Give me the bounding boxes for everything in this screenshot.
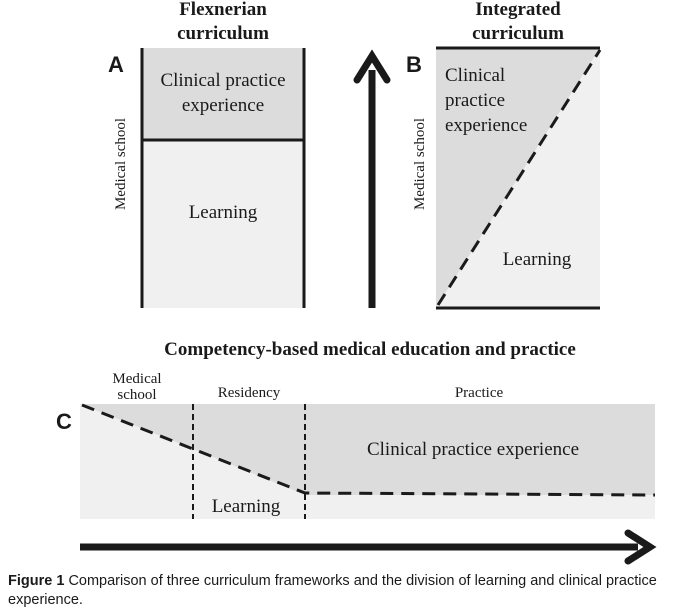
panel-c-letter: C [56, 409, 72, 434]
panel-b-title-line2: curriculum [472, 23, 564, 44]
panel-a-learning-region [142, 140, 304, 308]
panel-b-clinical-label-line1: Clinical [445, 65, 505, 86]
vertical-arrow-head [353, 49, 391, 84]
panel-a-learning-label: Learning [189, 202, 258, 223]
panel-c-learning-region [80, 404, 655, 519]
panel-a-letter: A [108, 52, 124, 77]
panel-b-side-label: Medical school [412, 118, 428, 210]
panel-b-learning-label: Learning [503, 249, 572, 270]
horizontal-arrow [80, 529, 657, 565]
stage-label-residency: Residency [218, 385, 281, 401]
panel-b-letter: B [406, 52, 422, 77]
panel-c-clinical-label: Clinical practice experience [367, 439, 579, 460]
caption-text: Comparison of three curriculum framework… [8, 573, 657, 608]
panel-b-diagonal-divider [436, 49, 602, 306]
curriculum-diagram: Flexnerian curriculum A Medical school C… [56, 0, 657, 565]
panel-b-clinical-label-line2: practice [445, 90, 505, 111]
panel-a-title-line1: Flexnerian [179, 0, 267, 20]
panel-b-clinical-label-line3: experience [445, 115, 527, 136]
stage-label-medical-school-line1: Medical [112, 371, 161, 387]
stage-label-medical-school-line2: school [117, 387, 156, 403]
stage-label-practice: Practice [455, 385, 504, 401]
figure-caption: Figure 1 Comparison of three curriculum … [8, 572, 678, 610]
panel-c-learning-label: Learning [212, 496, 281, 517]
panel-c-title: Competency-based medical education and p… [164, 339, 576, 360]
panel-a-side-label: Medical school [113, 118, 129, 210]
vertical-arrow [353, 49, 391, 308]
panel-a-clinical-region [142, 48, 304, 140]
panel-a: Flexnerian curriculum A Medical school C… [108, 0, 306, 308]
panel-b-title-line1: Integrated [475, 0, 561, 20]
panel-a-clinical-label-line1: Clinical practice [160, 70, 285, 91]
panel-b: Integrated curriculum B Medical school C… [406, 0, 602, 310]
panel-c-dividing-line [81, 403, 656, 497]
panel-c-clinical-region [80, 404, 655, 495]
panel-c: Competency-based medical education and p… [56, 339, 656, 519]
horizontal-arrow-head [624, 529, 657, 565]
panel-a-clinical-label-line2: experience [182, 95, 264, 116]
figure-label: Figure 1 [8, 573, 65, 589]
panel-a-title-line2: curriculum [177, 23, 269, 44]
